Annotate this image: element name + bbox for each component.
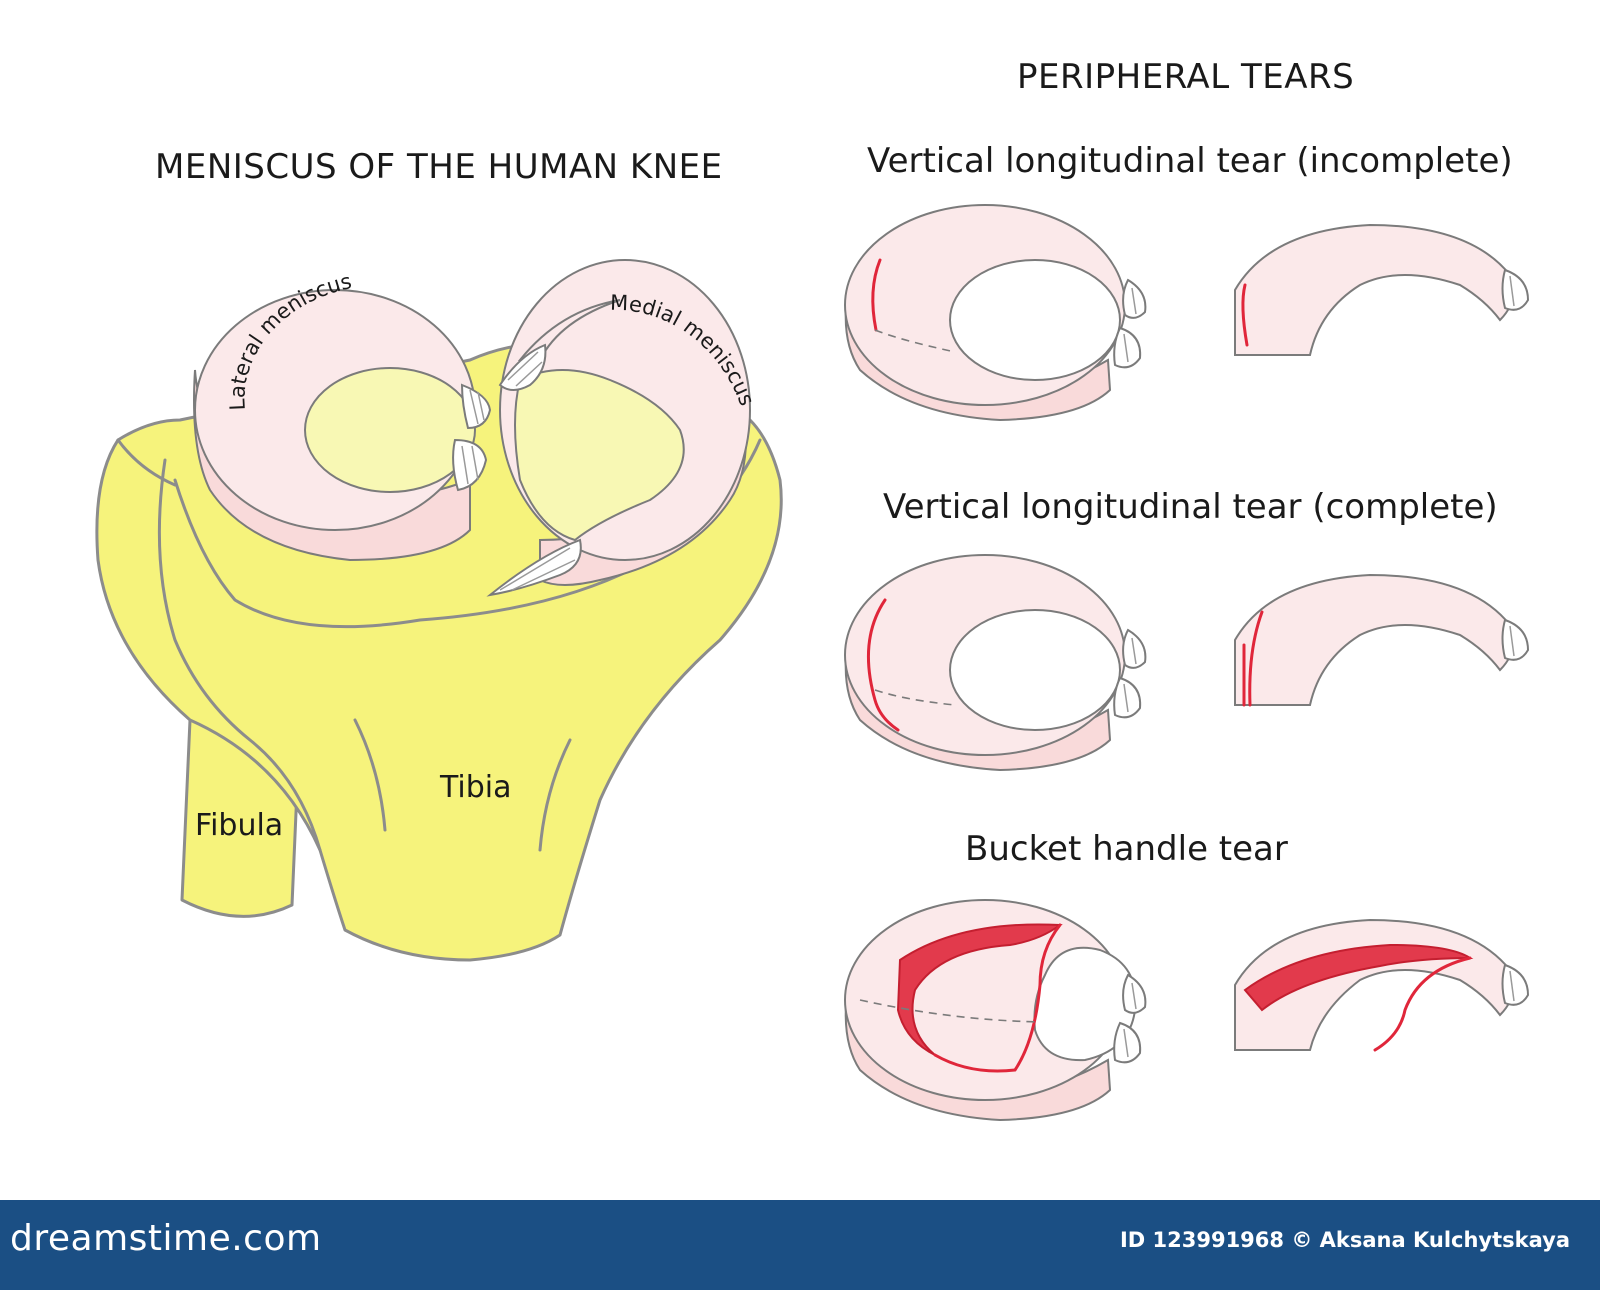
ligament-icon <box>1501 618 1530 661</box>
meniscus-diagram: Lateral meniscus Medial meniscus Tibia F… <box>95 57 1530 1122</box>
left-title: MENISCUS OF THE HUMAN KNEE <box>155 147 723 187</box>
lateral-meniscus: Lateral meniscus <box>193 269 492 562</box>
site-logo[interactable]: dreamstime.com <box>10 1218 322 1259</box>
ligament-icon <box>1501 268 1530 311</box>
incomplete-tear-section-view <box>1234 223 1530 356</box>
tibia-label: Tibia <box>439 770 512 805</box>
tear-type-label-1: Vertical longitudinal tear (incomplete) <box>867 141 1513 181</box>
ligament-icon <box>1501 963 1530 1006</box>
tear-type-label-3: Bucket handle tear <box>965 829 1288 869</box>
complete-tear-section-view <box>1234 573 1530 707</box>
right-title: PERIPHERAL TEARS <box>1017 57 1354 97</box>
bucket-handle-top-view <box>844 899 1147 1122</box>
fibula-label: Fibula <box>195 808 283 843</box>
medial-anterior-horn-ligament <box>498 343 547 391</box>
medial-posterior-horn-ligament <box>486 538 582 597</box>
complete-tear-top-view <box>844 554 1147 772</box>
ligament-icon <box>1113 278 1147 369</box>
medial-tibial-plateau <box>514 369 685 542</box>
medial-meniscus: Medial meniscus <box>486 259 759 597</box>
lateral-anterior-horn-ligament <box>460 383 492 430</box>
incomplete-tear-top-view <box>844 204 1147 422</box>
knee-illustration: Lateral meniscus Medial meniscus Tibia F… <box>95 259 783 962</box>
footer-bar: dreamstime.com ID 123991968 © Aksana Kul… <box>0 1200 1600 1290</box>
ligament-icon <box>1113 628 1147 719</box>
ligament-icon <box>1113 973 1147 1064</box>
lateral-tibial-plateau <box>304 367 476 493</box>
bucket-handle-section-view <box>1234 918 1530 1052</box>
image-credit: ID 123991968 © Aksana Kulchytskaya <box>1119 1228 1570 1252</box>
lateral-posterior-horn-ligament <box>452 438 488 492</box>
tear-type-label-2: Vertical longitudinal tear (complete) <box>883 487 1498 527</box>
